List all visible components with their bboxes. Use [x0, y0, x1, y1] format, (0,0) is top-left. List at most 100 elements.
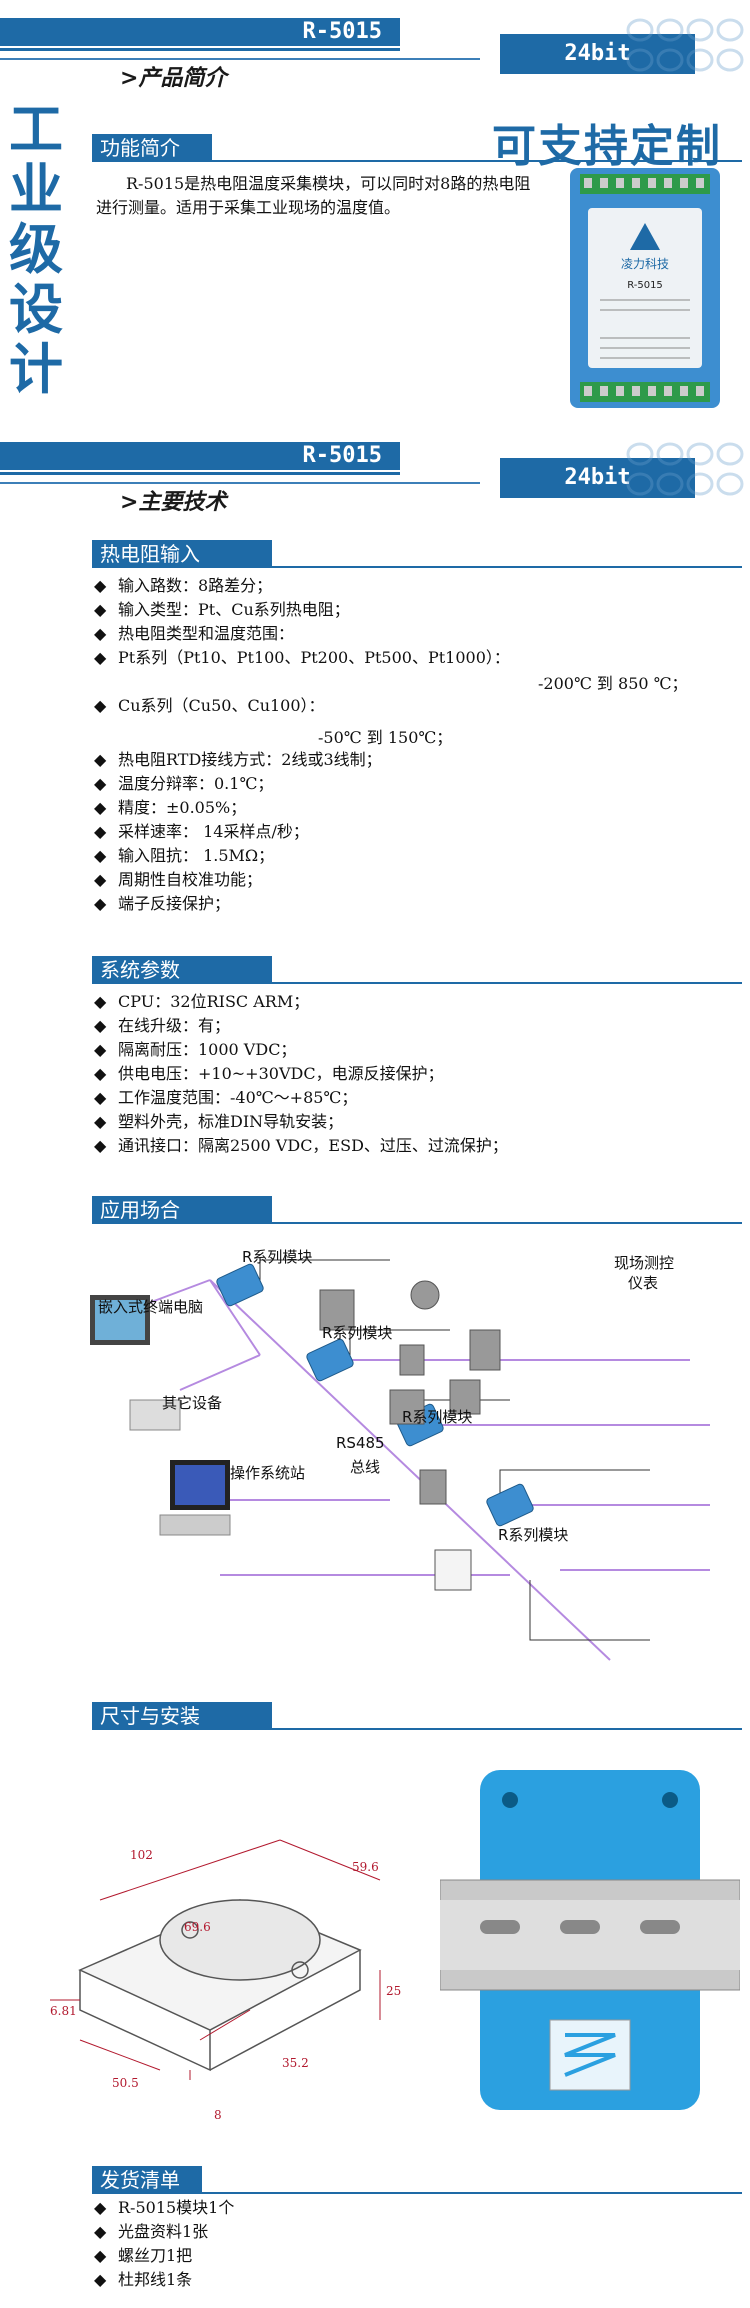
list-item: ◆采样速率： 14采样点/秒；: [94, 822, 309, 841]
section-title-function: 功能简介: [92, 134, 212, 162]
label-bus: 总线: [350, 1458, 381, 1476]
pt-range: -200℃ 到 850 ℃；: [538, 674, 688, 693]
header-band-intro: R-5015 >产品简介 24bit: [0, 10, 750, 91]
spec-text: 精度：±0.05%；: [118, 798, 247, 817]
spec-text: 在线升级：有；: [118, 1016, 231, 1035]
list-item: ◆CPU：32位RISC ARM；: [94, 992, 310, 1011]
vtitle-char: 设: [9, 278, 63, 341]
list-item: ◆热电阻类型和温度范围：: [94, 624, 295, 643]
label-field-2: 仪表: [628, 1274, 659, 1292]
vertical-title: 工 业 级 设 计: [6, 100, 66, 400]
section-line: [92, 982, 742, 984]
dim-69-6: 69.6: [184, 1920, 211, 1934]
dim-35-2: 35.2: [282, 2056, 309, 2070]
label-other-device: 其它设备: [162, 1394, 223, 1412]
list-item: ◆螺丝刀1把: [94, 2246, 193, 2265]
label-module-2: R系列模块: [322, 1324, 393, 1342]
cu-range: -50℃ 到 150℃；: [318, 728, 453, 747]
spec-text: 端子反接保护；: [118, 894, 231, 913]
vtitle-char: 业: [9, 158, 63, 221]
ship-text: 杜邦线1条: [118, 2270, 193, 2289]
spec-text: 热电阻类型和温度范围：: [118, 624, 295, 643]
spec-text: 供电电压：+10~+30VDC，电源反接保护；: [118, 1064, 444, 1083]
spec-text: Pt系列（Pt10、Pt100、Pt200、Pt500、Pt1000）：: [118, 648, 510, 667]
subtitle-text: 主要技术: [138, 490, 227, 515]
din-rail-image: [440, 1770, 740, 2110]
dim-50-5: 50.5: [112, 2076, 139, 2090]
section-line: [92, 566, 742, 568]
spec-text: 温度分辩率：0.1℃；: [118, 774, 274, 793]
spec-text: 采样速率： 14采样点/秒；: [118, 822, 309, 841]
custom-slogan: 可支持定制: [492, 121, 722, 172]
list-item: ◆精度：±0.05%；: [94, 798, 247, 817]
ship-text: R-5015模块1个: [118, 2198, 235, 2217]
spec-text: CPU：32位RISC ARM；: [118, 992, 310, 1011]
spec-text: 输入路数：8路差分；: [118, 576, 273, 595]
spec-text: 工作温度范围：-40℃～+85℃；: [118, 1088, 358, 1107]
list-item: ◆温度分辩率：0.1℃；: [94, 774, 274, 793]
system-spec-list: ◆CPU：32位RISC ARM； ◆在线升级：有； ◆隔离耐压：1000 VD…: [94, 990, 508, 1158]
list-item: ◆隔离耐压：1000 VDC；: [94, 1040, 297, 1059]
section-title-shipping: 发货清单: [92, 2166, 202, 2194]
list-item: ◆Pt系列（Pt10、Pt100、Pt200、Pt500、Pt1000）：: [94, 648, 510, 667]
list-item: ◆供电电压：+10~+30VDC，电源反接保护；: [94, 1064, 444, 1083]
spec-text: 隔离耐压：1000 VDC；: [118, 1040, 297, 1059]
section-title-application: 应用场合: [92, 1196, 272, 1224]
spec-text: 热电阻RTD接线方式：2线或3线制；: [118, 750, 382, 769]
list-item: ◆输入路数：8路差分；: [94, 576, 273, 595]
label-module-1: R系列模块: [242, 1248, 313, 1266]
model-bar: R-5015: [0, 18, 400, 51]
header-band-tech: R-5015 >主要技术 24bit: [0, 434, 750, 515]
list-item: ◆输入阻抗： 1.5MΩ；: [94, 846, 275, 865]
vtitle-char: 工: [9, 98, 63, 161]
section-title-system: 系统参数: [92, 956, 272, 984]
decor-pattern: [626, 442, 744, 496]
list-item: ◆光盘资料1张: [94, 2222, 209, 2241]
list-item: ◆塑料外壳，标准DIN导轨安装；: [94, 1112, 344, 1131]
spec-text: 输入阻抗： 1.5MΩ；: [118, 846, 275, 865]
dim-25: 25: [386, 1984, 402, 1998]
dimension-drawing: [50, 1839, 381, 2080]
shipping-list: ◆R-5015模块1个 ◆光盘资料1张 ◆螺丝刀1把 ◆杜邦线1条: [94, 2196, 234, 2292]
bits-box: 24bit: [500, 34, 695, 74]
vtitle-char: 级: [9, 218, 63, 281]
bits-box: 24bit: [500, 458, 695, 498]
label-operator: 操作系统站: [230, 1464, 306, 1482]
application-diagram: [90, 1259, 710, 1661]
decor-pattern: [626, 18, 744, 72]
ship-text: 光盘资料1张: [118, 2222, 209, 2241]
ship-text: 螺丝刀1把: [118, 2246, 193, 2265]
spec-text: 塑料外壳，标准DIN导轨安装；: [118, 1112, 344, 1131]
product-image: 凌力科技 R-5015: [570, 168, 720, 408]
product-company: 凌力科技: [621, 257, 669, 271]
label-field-1: 现场测控: [614, 1254, 675, 1272]
list-item: ◆输入类型：Pt、Cu系列热电阻；: [94, 600, 350, 619]
label-embedded-pc: 嵌入式终端电脑: [98, 1298, 204, 1316]
section-line: [92, 1222, 742, 1224]
section-line: [92, 1728, 742, 1730]
dim-6-81: 6.81: [50, 2004, 77, 2018]
spec-text: 通讯接口：隔离2500 VDC，ESD、过压、过流保护；: [118, 1136, 508, 1155]
product-model: R-5015: [627, 280, 663, 291]
list-item: ◆通讯接口：隔离2500 VDC，ESD、过压、过流保护；: [94, 1136, 508, 1155]
spec-text: 周期性自校准功能；: [118, 870, 263, 889]
label-module-4: R系列模块: [498, 1526, 569, 1544]
list-item: ◆端子反接保护；: [94, 894, 231, 913]
label-module-3: R系列模块: [402, 1408, 473, 1426]
list-item: ◆在线升级：有；: [94, 1016, 231, 1035]
header-line: [0, 482, 480, 484]
header-line: [0, 58, 480, 60]
section-line: [92, 2192, 742, 2194]
rtd-spec-list: ◆输入路数：8路差分； ◆输入类型：Pt、Cu系列热电阻； ◆热电阻类型和温度范…: [94, 574, 510, 916]
dim-8: 8: [214, 2108, 222, 2122]
section-title-size: 尺寸与安装: [92, 1702, 272, 1730]
dim-102: 102: [130, 1848, 153, 1862]
subtitle-tech: >主要技术: [120, 490, 227, 515]
list-item: ◆Cu系列（Cu50、Cu100）：: [94, 696, 325, 715]
model-bar: R-5015: [0, 442, 400, 475]
list-item: ◆R-5015模块1个: [94, 2198, 235, 2217]
list-item: ◆周期性自校准功能；: [94, 870, 263, 889]
intro-paragraph: R-5015是热电阻温度采集模块，可以同时对8路的热电阻进行测量。适用于采集工业…: [96, 174, 531, 217]
list-item: ◆工作温度范围：-40℃～+85℃；: [94, 1088, 358, 1107]
list-item: ◆杜邦线1条: [94, 2270, 193, 2289]
